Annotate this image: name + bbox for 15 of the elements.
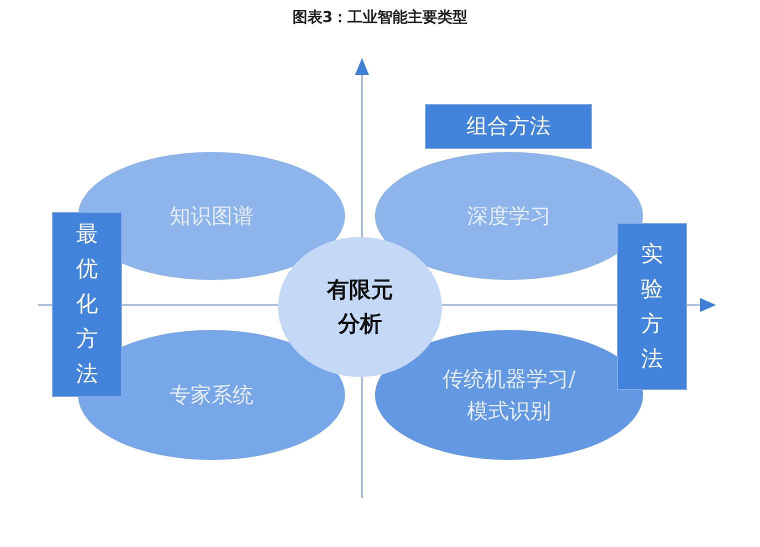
category-box <box>425 104 592 149</box>
ellipse-label: 知识图谱 <box>170 202 254 230</box>
method-ellipse <box>375 152 643 280</box>
method-ellipse <box>78 152 345 280</box>
chart-title: 图表3：工业智能主要类型 <box>291 8 469 27</box>
box-label: 最优化方法 <box>76 221 98 389</box>
box-label: 组合方法 <box>466 113 550 140</box>
ellipse-label: 有限元分析 <box>326 276 394 339</box>
box-label: 实验方法 <box>641 240 663 374</box>
ellipse-label: 深度学习 <box>467 202 551 230</box>
category-box <box>52 212 122 397</box>
ellipse-label: 专家系统 <box>170 382 254 408</box>
center-circle <box>278 237 442 377</box>
ellipse-label: 传统机器学习/模式识别 <box>441 366 577 425</box>
category-box <box>617 223 687 390</box>
